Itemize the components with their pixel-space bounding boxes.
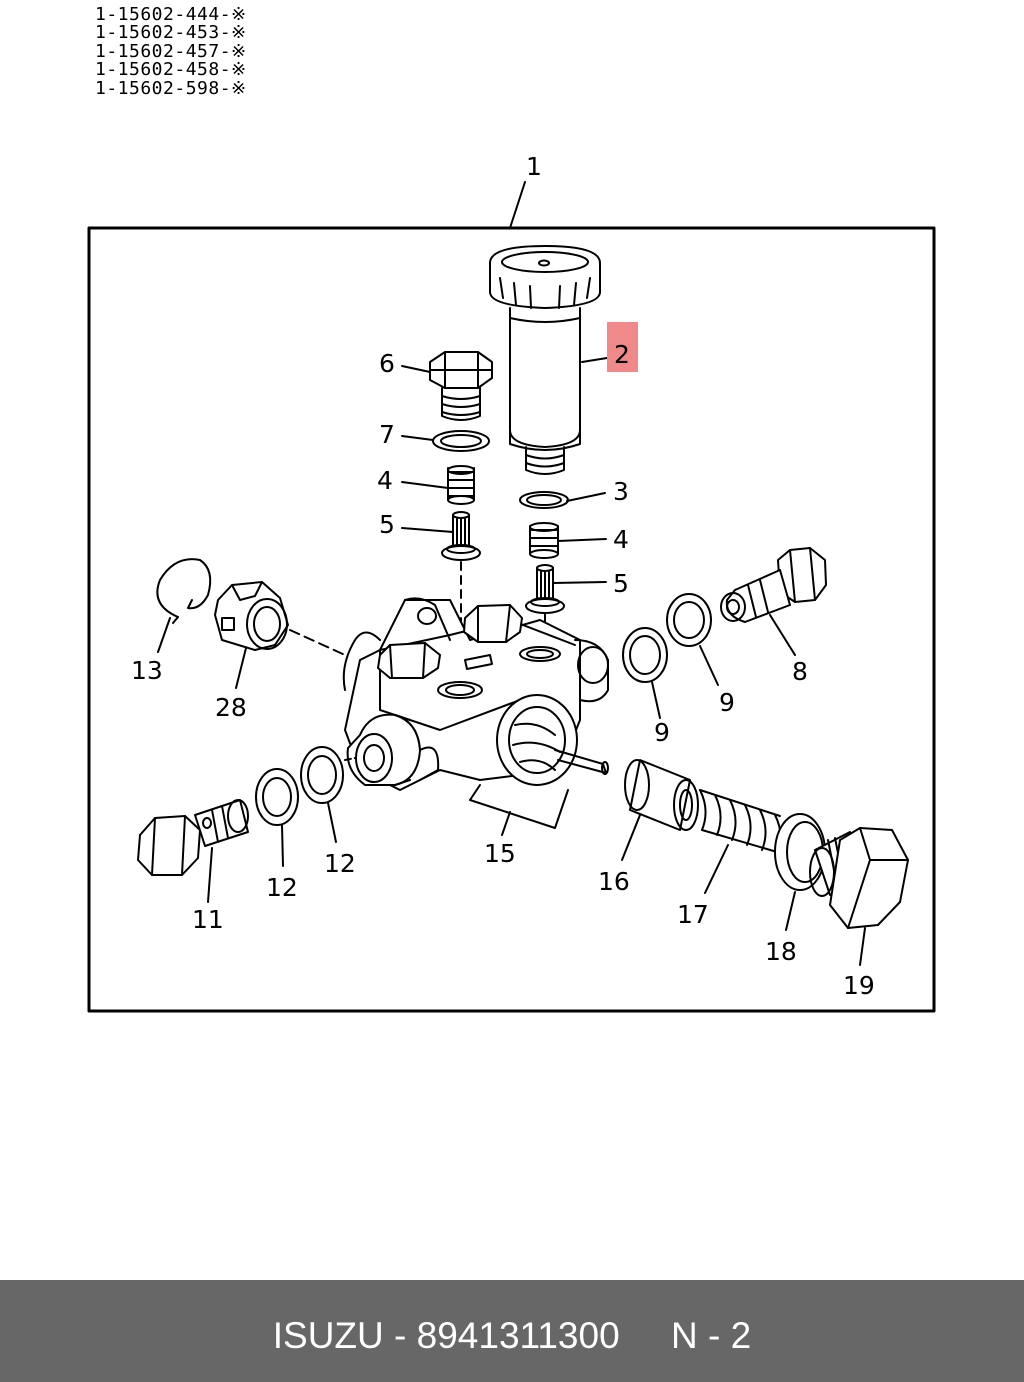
callout-1: 1 (526, 152, 542, 181)
part-number: 1-15602-458-※ (95, 59, 247, 81)
footer-part-label: ISUZU - 8941311300 N - 2 (272, 1315, 752, 1356)
part-16-piston (624, 759, 699, 831)
callout-7: 7 (379, 420, 395, 449)
callout-12: 12 (266, 873, 298, 902)
callout-4: 4 (613, 525, 629, 554)
callout-4: 4 (377, 466, 393, 495)
part-number: 1-15602-453-※ (95, 22, 247, 44)
diagram-frame (87, 226, 936, 1013)
part-2-filter-cup (489, 245, 601, 475)
leader-line (281, 824, 284, 867)
leader-line (207, 847, 213, 903)
leader-line (401, 435, 434, 441)
callout-12: 12 (324, 849, 356, 878)
part-9-washer (666, 593, 712, 647)
callout-17: 17 (677, 900, 709, 929)
callout-13: 13 (131, 656, 163, 685)
part-number: 1-15602-444-※ (95, 4, 247, 25)
part-19-plug (809, 827, 909, 929)
leader-line (235, 647, 247, 689)
leader-line (651, 681, 661, 719)
part-number: 1-15602-457-※ (95, 40, 247, 62)
callout-6: 6 (379, 349, 395, 378)
leader-line (401, 527, 454, 533)
leader-line (581, 357, 608, 363)
leader-line (699, 645, 719, 686)
part-12-washer (255, 768, 299, 826)
leader-line (769, 614, 796, 656)
part-8-banjo-bolt (720, 547, 827, 623)
callout-8: 8 (792, 657, 808, 686)
right-port (496, 694, 609, 786)
leader-line (785, 891, 796, 931)
callout-2-highlight (607, 322, 638, 372)
leader-line-1 (509, 181, 526, 229)
leader-line (401, 365, 431, 373)
callout-2: 2 (614, 340, 630, 369)
callout-11: 11 (192, 905, 224, 934)
part-number-list: 1-15602-444-※ 1-15602-453-※ 1-15602-457-… (95, 4, 247, 99)
leader-line (157, 617, 171, 653)
callout-5: 5 (379, 510, 395, 539)
leader-line (621, 814, 641, 861)
part-13-snap-ring (156, 558, 212, 618)
part-5-valve (525, 564, 565, 614)
leader-line (327, 802, 337, 843)
exploded-parts-diagram: 1 2 6 7 4 5 3 4 5 13 28 8 9 9 15 12 12 1… (87, 152, 936, 1013)
callout-18: 18 (765, 937, 797, 966)
part-11-banjo-bolt (137, 799, 249, 876)
part-12-washer (300, 746, 344, 804)
callout-9: 9 (654, 718, 670, 747)
leader-line (704, 844, 729, 894)
leader-line (401, 481, 449, 489)
part-17-spring (699, 789, 782, 853)
callout-19: 19 (843, 971, 875, 1000)
body-hex-nut (463, 604, 523, 643)
part-number: 1-15602-598-※ (95, 77, 247, 99)
callout-3: 3 (613, 477, 629, 506)
leader-line (566, 492, 606, 502)
callout-16: 16 (598, 867, 630, 896)
callout-15: 15 (484, 839, 516, 868)
callout-9: 9 (719, 688, 735, 717)
part-4-spring (529, 522, 559, 559)
part-9-washer (622, 627, 668, 683)
part-5-valve (441, 511, 481, 561)
footer-bar: ISUZU - 8941311300 N - 2 (0, 1280, 1024, 1382)
part-28-collar (214, 581, 289, 651)
left-port (346, 713, 440, 786)
leader-line (501, 811, 511, 836)
leader-line (552, 581, 607, 584)
body-hex-nut (377, 642, 441, 679)
leader-line (557, 538, 607, 542)
leader-line (859, 927, 866, 966)
part-4-spring (447, 465, 475, 505)
callout-28: 28 (215, 693, 247, 722)
callout-5: 5 (613, 569, 629, 598)
part-6-plug (429, 351, 493, 421)
